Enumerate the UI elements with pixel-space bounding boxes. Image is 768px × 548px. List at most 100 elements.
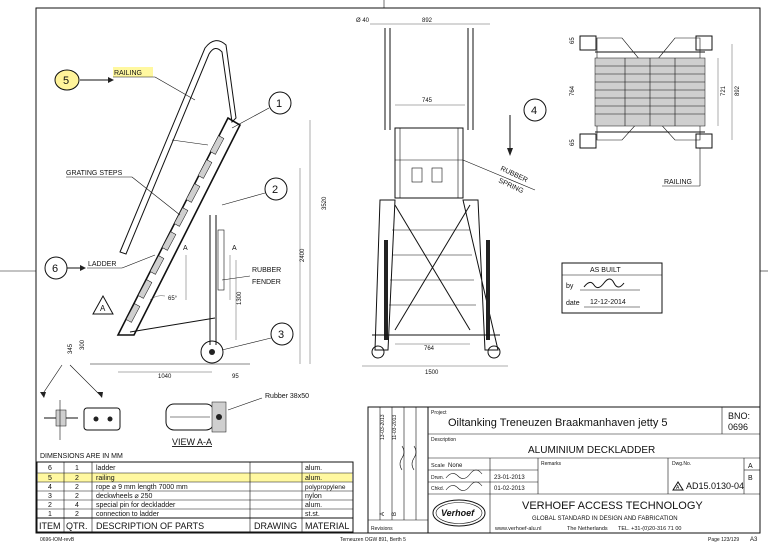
callout-2-bubble	[264, 177, 288, 201]
angle-dim: 65°	[168, 296, 178, 302]
row-desc: railing	[96, 475, 115, 482]
railing-label-right: RAILING	[664, 179, 692, 186]
row-material: nylon	[305, 493, 322, 500]
row-material: polypropylene	[305, 484, 346, 491]
header-item: ITEM	[39, 521, 61, 531]
date-checked: 01-02-2013	[494, 486, 525, 492]
scale-value: None	[448, 463, 463, 469]
section-mark-a2: A	[232, 245, 237, 252]
parts-table: 6 1 ladder alum. 5 2 railing alum. 4 2 r…	[36, 461, 354, 533]
footer-page: Page 123/129	[708, 537, 739, 543]
callout-4-bubble	[523, 98, 547, 122]
view-tag-a: A	[100, 304, 106, 313]
dimensions-note: DIMENSIONS ARE IN MM	[40, 453, 123, 460]
row-item: 4	[48, 484, 52, 491]
dim-65-top: 65	[570, 37, 576, 44]
description: ALUMINIUM DECKLADDER	[528, 445, 655, 456]
title-block: Revisions 13-03-2013 11-03-2013 A B Proj…	[367, 406, 761, 534]
rev-signature	[399, 445, 405, 471]
callout-3-bubble	[270, 322, 294, 346]
scale-label: Scale	[431, 463, 445, 469]
row-item: 1	[48, 511, 52, 518]
drawn-signature	[445, 469, 483, 479]
row-material: alum.	[305, 475, 322, 482]
rev-b-cell: B	[392, 512, 398, 516]
row-qty: 2	[75, 475, 79, 482]
ladder-label: LADDER	[88, 261, 116, 268]
remarks-label: Remarks	[541, 461, 562, 467]
rev-date-1: 13-03-2013	[380, 414, 386, 440]
bno-label: BNO:	[728, 411, 750, 421]
dim-721: 721	[721, 85, 727, 96]
as-built-stamp: AS BUILT by date 12-12-2014	[561, 262, 663, 314]
row-desc: special pin for deckladder	[96, 502, 176, 509]
side-view: A A 65° 3520 2400 1300 345 300 1040 95	[68, 40, 328, 380]
rubber-profile-label: Rubber 38x50	[265, 393, 309, 400]
drawn-label: Drwn.	[431, 475, 444, 481]
row-qty: 4	[75, 502, 79, 509]
footer-center: Terneuzen OGW 891, Berth 5	[340, 537, 406, 543]
as-built-date-label: date	[566, 300, 580, 307]
description-label: Description	[431, 437, 456, 443]
row-item: 5	[48, 475, 52, 482]
company-slogan: GLOBAL STANDARD IN DESIGN AND FABRICATIO…	[532, 516, 678, 522]
as-built-date: 12-12-2014	[590, 299, 626, 306]
company-website: www.verhoef-alu.nl	[494, 526, 541, 532]
as-built-title: AS BUILT	[590, 267, 621, 274]
highlight-row-railing	[38, 473, 352, 482]
view-tag-triangle	[92, 294, 114, 315]
row-qty: 2	[75, 511, 79, 518]
row-item: 3	[48, 493, 52, 500]
project-name: Oiltanking Treneuzen Braakmanhaven jetty…	[448, 417, 668, 429]
dim-892-top: 892	[422, 18, 433, 24]
row-item: 6	[48, 465, 52, 472]
callout-4: 4	[531, 105, 537, 117]
dim-764-plan: 764	[570, 85, 576, 96]
dim-1040: 1040	[158, 374, 172, 380]
dim-95: 95	[232, 374, 239, 380]
row-desc: rope ⌀ 9 mm length 7000 mm	[96, 484, 188, 491]
row-material: st.st.	[305, 511, 320, 518]
callout-6: 6	[52, 263, 58, 275]
company-phone: TEL. +31-(0)20-316 71 00	[618, 526, 681, 532]
row-desc: ladder	[96, 465, 116, 472]
callout-5: 5	[63, 75, 69, 87]
row-desc: connection to ladder	[96, 511, 160, 518]
callout-3: 3	[278, 329, 284, 341]
front-view: Ø 40 892 745 764 1500	[356, 18, 508, 376]
drawing-number: AD15.0130-04	[686, 481, 744, 491]
revisions-label: Revisions	[371, 526, 393, 532]
railing-label-left: RAILING	[114, 70, 142, 77]
row-desc: deckwheels ⌀ 250	[96, 493, 152, 500]
as-built-signature	[583, 278, 625, 289]
footer-sheet-size: A3	[750, 537, 758, 543]
date-drawn: 23-01-2013	[494, 475, 525, 481]
callout-5-bubble	[54, 69, 80, 91]
revision-triangle-letter: A	[676, 485, 680, 491]
dim-764-bottom: 764	[424, 346, 435, 352]
as-built-by-label: by	[566, 283, 574, 290]
callout-1: 1	[276, 98, 282, 110]
rubber-fender-label-1: RUBBER	[252, 267, 281, 274]
rev-a-box: A	[748, 463, 753, 470]
rev-a-cell: A	[380, 512, 386, 516]
callout-2: 2	[272, 184, 278, 196]
dim-345: 345	[68, 343, 74, 354]
header-drawing: DRAWING	[254, 521, 297, 531]
dim-2400: 2400	[300, 248, 306, 262]
company-logo-text: Verhoef	[441, 508, 475, 518]
checked-signature	[445, 481, 483, 491]
company-name: VERHOEF ACCESS TECHNOLOGY	[522, 500, 703, 512]
row-material: alum.	[305, 502, 322, 509]
footer-left: 0696-IOM-revB	[40, 537, 75, 543]
callout-1-bubble	[268, 91, 292, 115]
dim-65-bottom: 65	[570, 139, 576, 146]
section-mark-a: A	[183, 245, 188, 252]
header-material: MATERIAL	[305, 521, 349, 531]
company-logo	[432, 499, 486, 527]
row-material: alum.	[305, 465, 322, 472]
row-item: 2	[48, 502, 52, 509]
row-qty: 2	[75, 484, 79, 491]
